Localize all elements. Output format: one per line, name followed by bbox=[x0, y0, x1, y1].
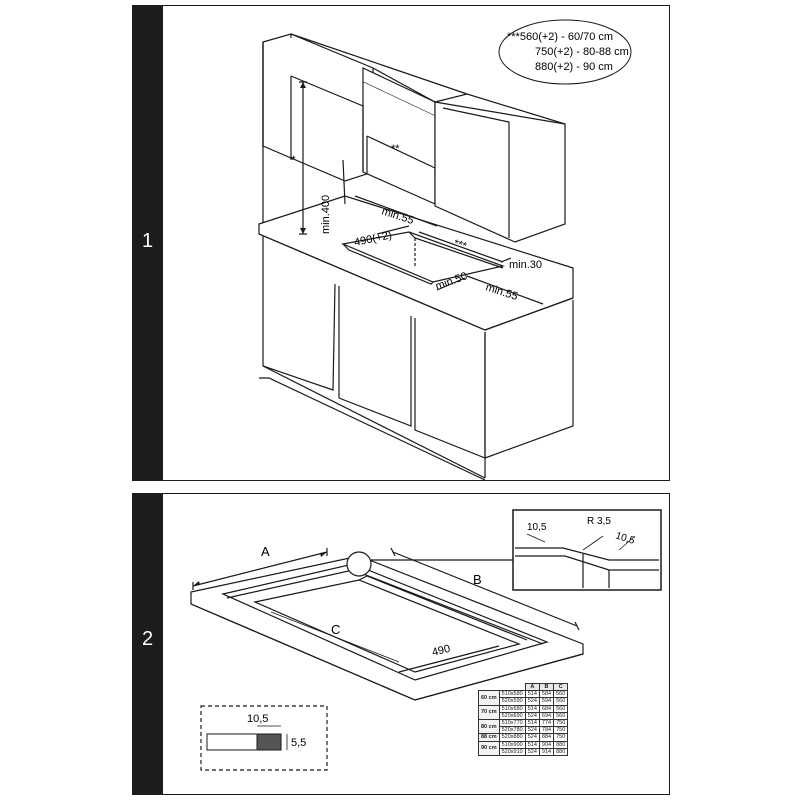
corner-detail-inset: 10,5 R 3,5 10,5 bbox=[512, 509, 662, 591]
label-A: A bbox=[261, 544, 270, 559]
table-cell: 594 bbox=[538, 697, 555, 706]
table-cell: 514 bbox=[524, 719, 540, 728]
kitchen-cabinet-diagram: ***560(+2) - 60/70 cm 750(+2) - 80-88 cm… bbox=[258, 19, 632, 481]
spec-callout bbox=[498, 19, 632, 85]
label-triple-star: *** bbox=[452, 237, 469, 253]
label-star: * bbox=[291, 153, 296, 167]
table-cell: 524 bbox=[524, 747, 540, 757]
table-cell: 880 bbox=[553, 747, 569, 757]
table-header-cell: A bbox=[524, 682, 540, 692]
table-header-blank bbox=[479, 684, 500, 691]
detail-dim-1: 10,5 bbox=[527, 522, 547, 533]
table-header-cell: C bbox=[553, 682, 569, 692]
spec-line-3: 880(+2) - 90 cm bbox=[535, 61, 613, 73]
table-cell: 520x880 bbox=[498, 733, 526, 742]
table-cell: 774 bbox=[538, 719, 555, 728]
table-cell: 750 bbox=[553, 733, 569, 742]
table-header-blank bbox=[499, 684, 525, 691]
section-dim-height: 5,5 bbox=[291, 737, 306, 749]
table-cell: 560 bbox=[553, 704, 569, 713]
table-group-label: 60 cm bbox=[478, 690, 500, 706]
table-group-label: 70 cm bbox=[478, 704, 500, 721]
table-cell: 514 bbox=[524, 704, 540, 713]
step-number-1: 1 bbox=[142, 230, 154, 252]
table-group-label: 88 cm bbox=[478, 733, 500, 742]
spec-line-2: 750(+2) - 80-88 cm bbox=[535, 46, 629, 58]
table-cell: 514 bbox=[524, 690, 540, 699]
table-cell: 684 bbox=[538, 704, 555, 713]
worktop-cutout-diagram: A B C 490 10,5 R 3,5 10,5 10,5 5,5 bbox=[190, 509, 662, 771]
step-number-2: 2 bbox=[142, 628, 154, 650]
table-cell: 520x910 bbox=[498, 747, 526, 757]
table-cell: 510x580 bbox=[498, 690, 526, 699]
installation-panel-1: ***560(+2) - 60/70 cm 750(+2) - 80-88 cm… bbox=[162, 5, 670, 481]
table-group-label: 90 cm bbox=[478, 740, 500, 757]
spec-line-1: ***560(+2) - 60/70 cm bbox=[507, 31, 613, 43]
table-header-cell: B bbox=[538, 682, 555, 692]
table-cell: 510x770 bbox=[498, 719, 526, 728]
table-cell: 784 bbox=[538, 726, 555, 735]
label-min400: min.400 bbox=[320, 195, 332, 234]
table-cell: 750 bbox=[553, 719, 569, 728]
table-cell: 520x590 bbox=[498, 697, 526, 706]
table-cell: 884 bbox=[538, 733, 555, 742]
table-cell: 514 bbox=[524, 740, 540, 749]
section-dim-width: 10,5 bbox=[247, 713, 268, 725]
table-cell: 560 bbox=[553, 697, 569, 706]
table-cell: 904 bbox=[538, 740, 555, 749]
table-cell: 750 bbox=[553, 726, 569, 735]
step-bar-2 bbox=[132, 493, 162, 795]
table-cell: 510x680 bbox=[498, 704, 526, 713]
table-cell: 560 bbox=[553, 711, 569, 721]
table-cell: 510x900 bbox=[498, 740, 526, 749]
section-detail-inset: 10,5 5,5 bbox=[200, 705, 328, 771]
table-cell: 520x780 bbox=[498, 726, 526, 735]
table-cell: 524 bbox=[524, 726, 540, 735]
detail-dim-2: R 3,5 bbox=[587, 516, 611, 527]
table-cell: 524 bbox=[524, 711, 540, 721]
label-min30: min.30 bbox=[509, 259, 542, 271]
table-cell: 914 bbox=[538, 747, 555, 757]
table-cell: 524 bbox=[524, 733, 540, 742]
table-cell: 694 bbox=[538, 711, 555, 721]
table-cell: 880 bbox=[553, 740, 569, 749]
table-cell: 520x690 bbox=[498, 711, 526, 721]
label-B: B bbox=[473, 572, 482, 587]
table-group-label: 80 cm bbox=[478, 719, 500, 735]
table-cell: 524 bbox=[524, 697, 540, 706]
step-bar-1 bbox=[132, 5, 162, 481]
installation-panel-2: A B C 490 10,5 R 3,5 10,5 10,5 5,5 bbox=[162, 493, 670, 795]
label-C: C bbox=[331, 622, 340, 637]
table-cell: 584 bbox=[538, 690, 555, 699]
label-490-cutout: 490 bbox=[431, 643, 452, 659]
table-cell: 560 bbox=[553, 690, 569, 699]
label-double-star: ** bbox=[391, 143, 400, 155]
